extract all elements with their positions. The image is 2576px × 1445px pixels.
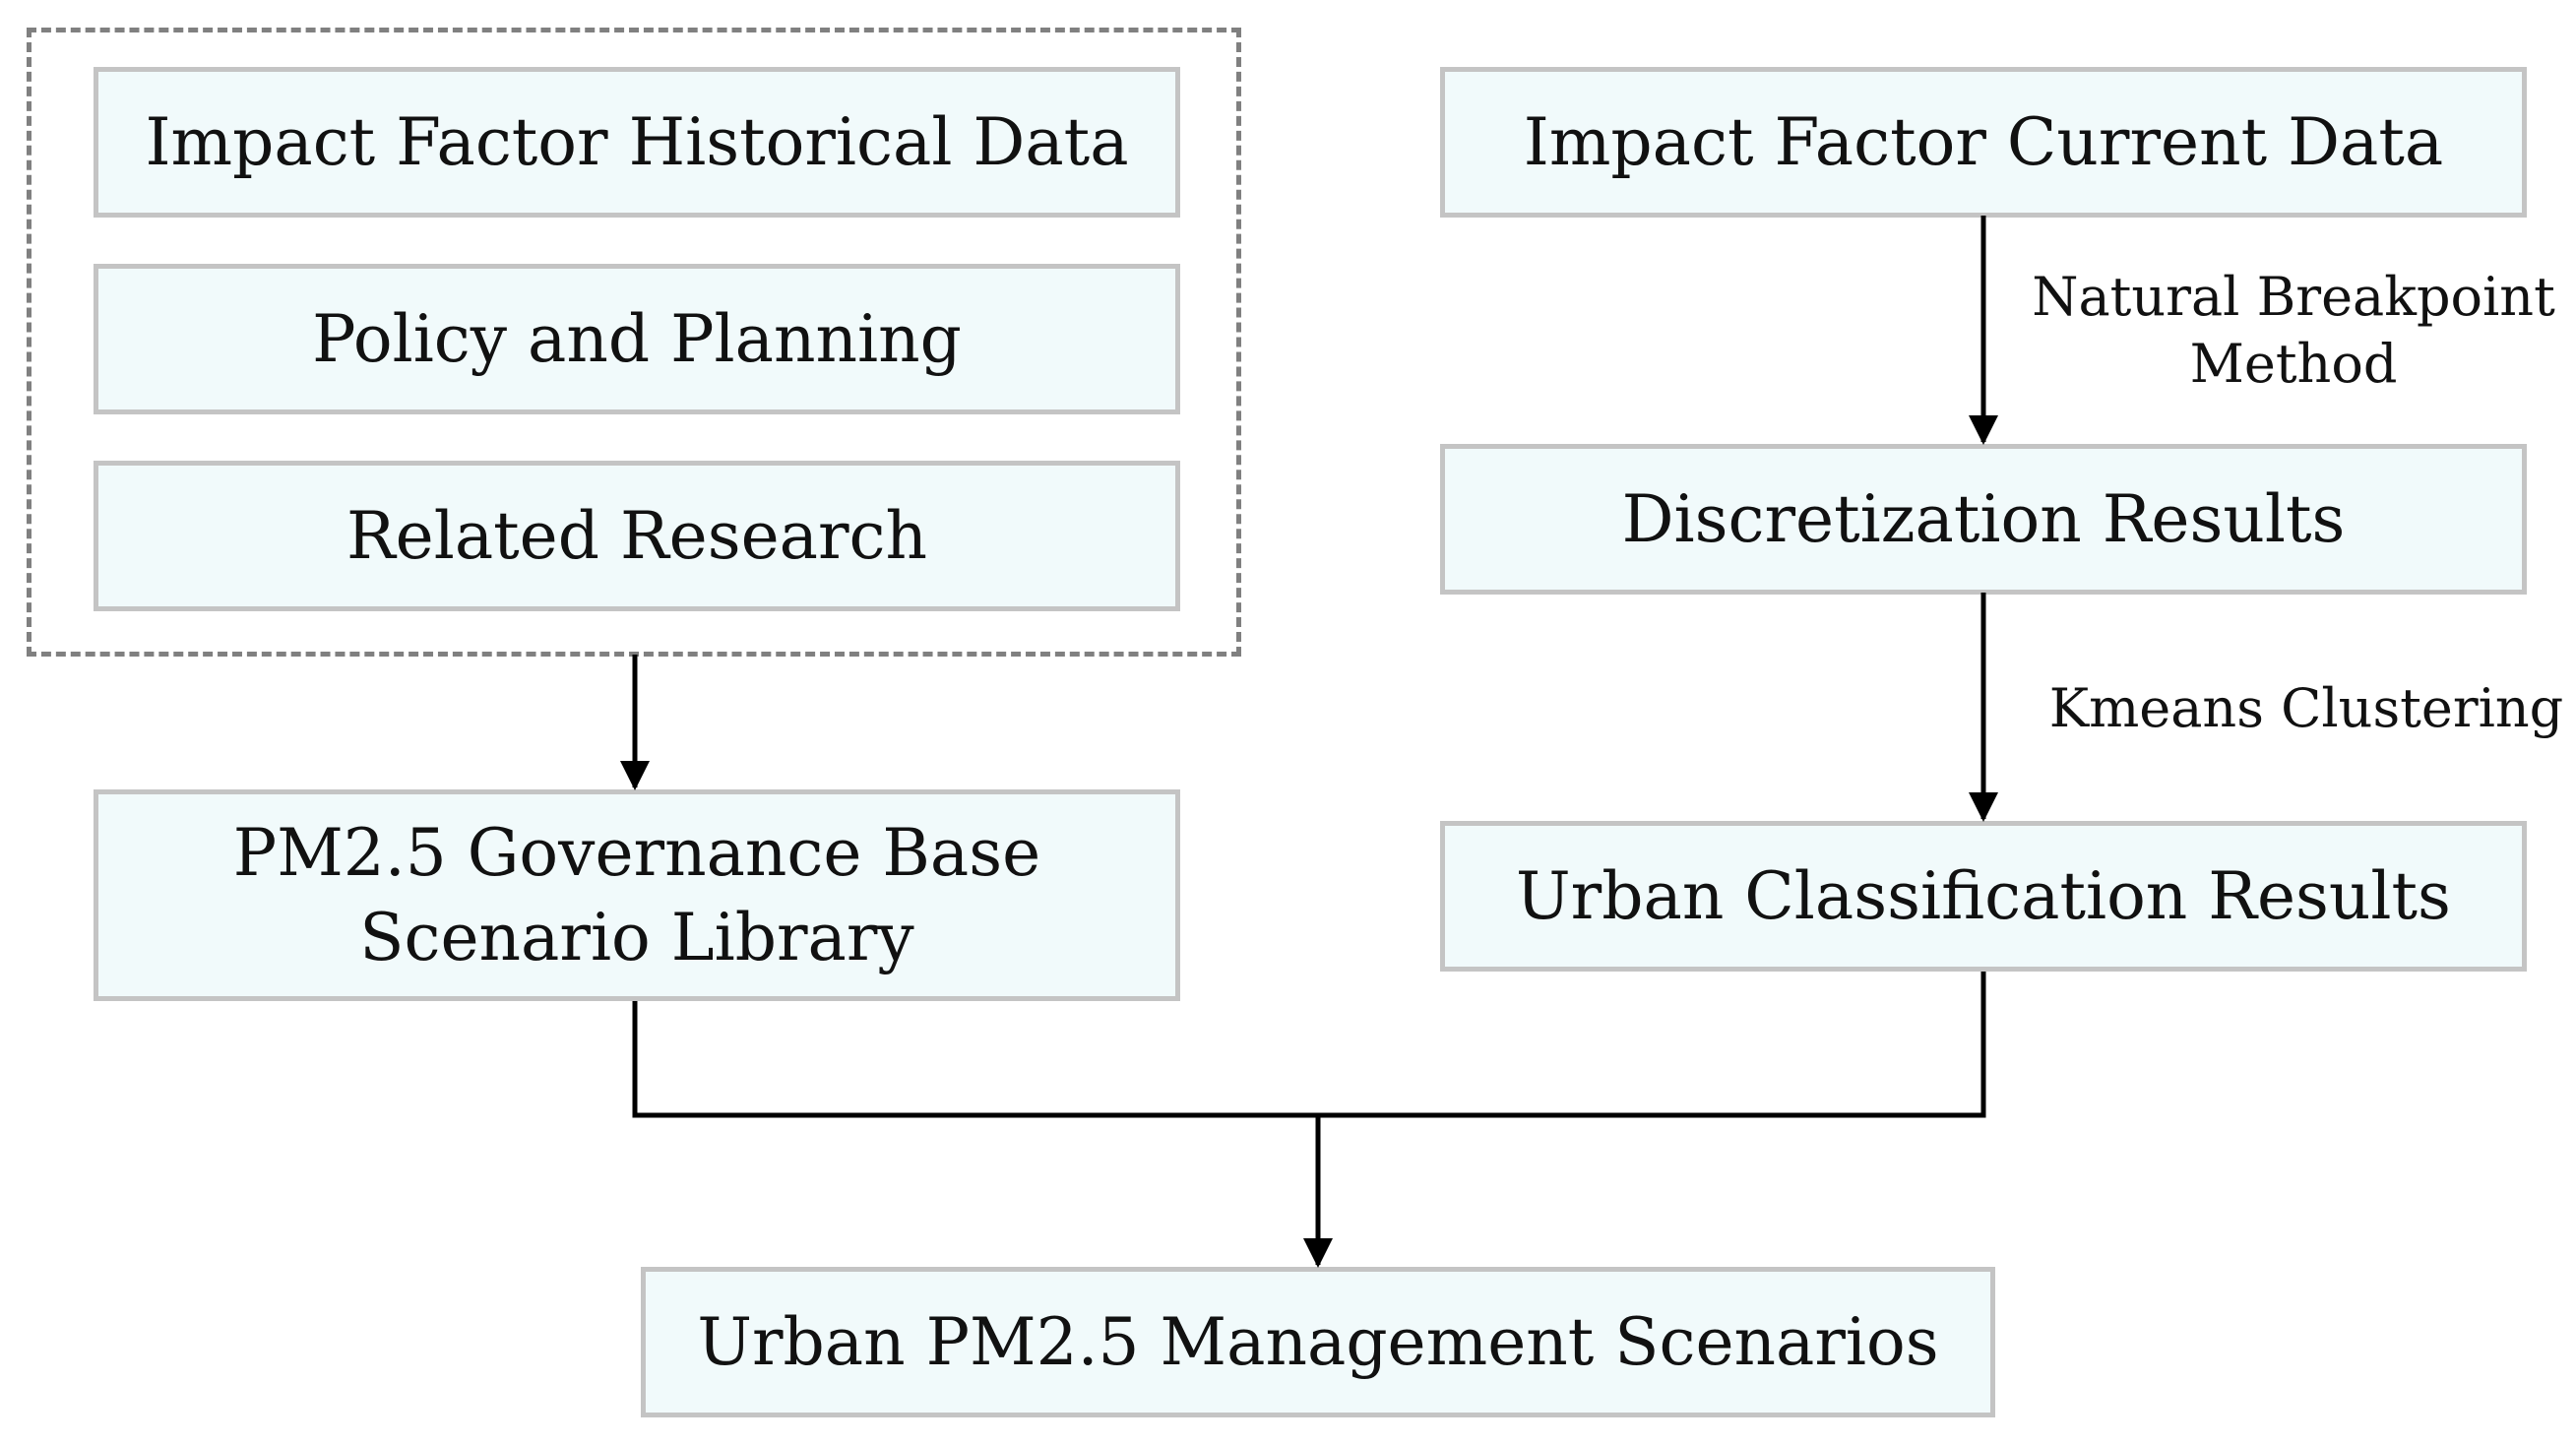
node-base-scenario-library: PM2.5 Governance Base Scenario Library (94, 789, 1180, 1001)
node-base-scenario-library-text: PM2.5 Governance Base Scenario Library (233, 811, 1040, 980)
merge-line (632, 972, 1986, 1118)
node-policy-planning-label: Policy and Planning (312, 300, 962, 377)
node-related-research-label: Related Research (346, 497, 928, 574)
node-current-data: Impact Factor Current Data (1440, 67, 2527, 218)
edge-label-kmeans-clustering: Kmeans Clustering (2045, 675, 2567, 742)
node-base-scenario-library-line1: PM2.5 Governance Base (232, 814, 1041, 891)
edge-label-kmeans-clustering-text: Kmeans Clustering (2048, 677, 2564, 739)
node-current-data-label: Impact Factor Current Data (1523, 103, 2444, 180)
edge-label-natural-breakpoint-line1: Natural Breakpoint (2032, 266, 2555, 328)
node-urban-classification-results-label: Urban Classification Results (1516, 857, 2451, 934)
edge-label-natural-breakpoint-line2: Method (2189, 332, 2398, 395)
node-discretization-results: Discretization Results (1440, 444, 2527, 595)
edge-label-natural-breakpoint: Natural Breakpoint Method (2028, 264, 2559, 397)
node-policy-planning: Policy and Planning (94, 264, 1180, 414)
node-urban-classification-results: Urban Classification Results (1440, 821, 2527, 972)
node-management-scenarios-label: Urban PM2.5 Management Scenarios (697, 1303, 1939, 1380)
input-sources-group (27, 28, 1241, 657)
node-base-scenario-library-line2: Scenario Library (359, 899, 914, 975)
node-related-research: Related Research (94, 461, 1180, 611)
node-historical-data-label: Impact Factor Historical Data (145, 103, 1129, 180)
node-historical-data: Impact Factor Historical Data (94, 67, 1180, 218)
node-discretization-results-label: Discretization Results (1621, 480, 2346, 557)
node-management-scenarios: Urban PM2.5 Management Scenarios (641, 1267, 1995, 1417)
